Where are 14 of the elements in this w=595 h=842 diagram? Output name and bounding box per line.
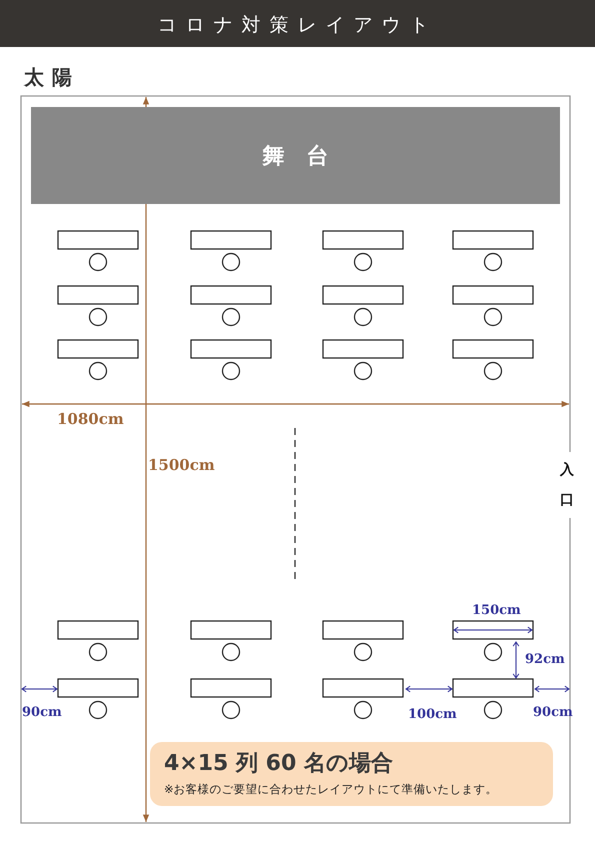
stage-box: 舞台 bbox=[31, 107, 560, 204]
dimension-label: 92cm bbox=[525, 652, 565, 667]
entrance-label: 入口 bbox=[559, 461, 575, 510]
dimension-label: 100cm bbox=[408, 707, 457, 722]
heading: 4×15 列 60 名の場合 bbox=[164, 750, 393, 778]
dimension-label: 150cm bbox=[472, 603, 521, 618]
dimension-label: 1500cm bbox=[148, 456, 215, 474]
title-bar: コロナ対策レイアウト bbox=[0, 0, 595, 47]
note-text: ※お客様のご要望に合わせたレイアウトにて準備いたします。 bbox=[164, 781, 498, 797]
dimension-label: 90cm bbox=[533, 705, 573, 720]
dimension-label: 90cm bbox=[22, 705, 62, 720]
room-name: 太陽 bbox=[24, 64, 80, 91]
dimension-label: 1080cm bbox=[57, 410, 124, 428]
info-box bbox=[150, 742, 553, 806]
